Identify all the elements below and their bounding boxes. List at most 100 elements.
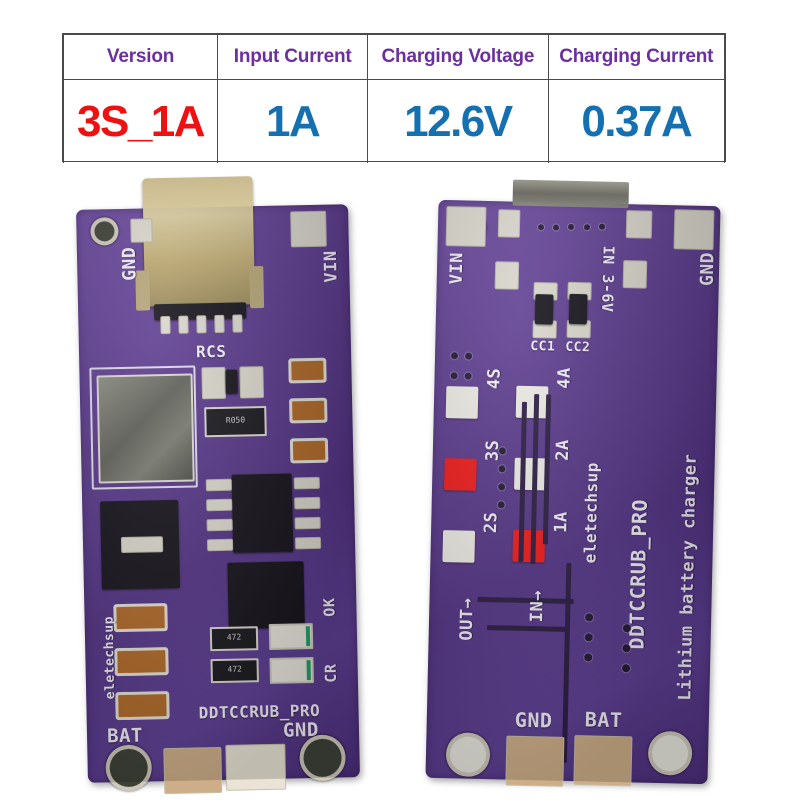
silk-jumper-1a: 1A: [551, 511, 572, 533]
pad-vin-back: [445, 206, 487, 247]
jumper-2s[interactable]: [442, 530, 476, 563]
usb-c-pad-2: [178, 315, 189, 334]
ic-left-pin-3: [206, 518, 233, 532]
resistor-472-lower: 472: [210, 658, 259, 684]
via-col-mid-1: [498, 447, 506, 455]
via-col-right-3: [584, 653, 593, 662]
mounting-hole-bottom-left-back: [449, 736, 487, 774]
led-cr: [269, 657, 314, 684]
capacitor-b3: [118, 694, 167, 718]
value-cell-charging-voltage: 12.6V: [367, 79, 549, 165]
silk-bat-bottom-back: BAT: [584, 707, 623, 733]
usb-via-1: [537, 224, 545, 231]
silk-in-3-6v: IN 3-6V: [598, 245, 618, 313]
usb-via-4: [583, 224, 591, 231]
header-cell-input-current: Input Current: [217, 34, 369, 80]
pad-rcs-right: [239, 366, 265, 399]
pcb-front-view: GND VIN RCS R050: [76, 176, 360, 795]
terminal-pad-bat: [163, 746, 223, 795]
spec-table: Version Input Current Charging Voltage C…: [62, 33, 726, 165]
via-col-left-3: [450, 372, 458, 380]
ic-left-pin-1: [205, 478, 232, 492]
capacitor-r1: [291, 360, 324, 381]
mounting-hole-bottom-left: [109, 748, 149, 788]
mounting-hole-top-left: [94, 221, 115, 242]
led-ok: [268, 623, 314, 650]
resistor-472-upper-marking: 472: [226, 632, 242, 642]
silk-jumper-2a: 2A: [552, 439, 574, 461]
silk-vin-top: VIN: [320, 250, 342, 283]
jumper-4a[interactable]: [515, 385, 549, 419]
usb-c-shell-backside: [512, 179, 630, 209]
silk-ok: OK: [320, 597, 339, 617]
header-label-input-current: Input Current: [233, 46, 352, 67]
table-header-row: Version Input Current Charging Voltage C…: [62, 34, 726, 80]
usb-c-pad-4: [214, 314, 225, 334]
jumper-4s[interactable]: [445, 386, 479, 419]
value-charging-voltage: 12.6V: [404, 97, 513, 146]
charger-ic: [231, 473, 294, 553]
mounting-hole-bottom-right-back: [651, 734, 689, 772]
via-col-right-2: [584, 633, 593, 642]
usb-c-pad-3: [196, 315, 207, 334]
cc1-resistor: [534, 294, 554, 325]
via-col-mid-3: [498, 483, 506, 491]
pcb-back-view: VIN IN 3-6V GND CC1 CC2 eletechsup DDTCC…: [425, 179, 721, 787]
silk-in-arrow: IN→: [527, 589, 548, 623]
pad-usb-shield-left: [497, 209, 521, 238]
silk-rcs: RCS: [195, 341, 227, 362]
shielded-inductor: [96, 373, 195, 484]
pad-rcs-left: [201, 366, 227, 400]
pad-gnd-back: [673, 209, 715, 251]
silk-jumper-4s: 4S: [484, 367, 505, 390]
silk-gnd-bottom-front: GND: [282, 718, 320, 742]
led-ok-die: [305, 626, 311, 647]
spec-table-grid: Version Input Current Charging Voltage C…: [62, 34, 726, 165]
capacitor-r2: [292, 400, 325, 421]
terminal-pad-gnd-back: [505, 735, 565, 787]
pad-vin-secondary: [494, 261, 520, 290]
jumper-1a[interactable]: [512, 529, 546, 563]
value-charging-current: 0.37A: [581, 97, 692, 146]
ic-left-pin-2: [206, 498, 233, 512]
header-label-version: Version: [106, 46, 175, 67]
ic-right-pin-3: [294, 516, 321, 530]
usb-via-2: [552, 224, 560, 231]
ic-right-pin-1: [293, 476, 320, 490]
header-label-charging-current: Charging Current: [559, 46, 714, 67]
silk-cr: CR: [321, 663, 340, 683]
silk-out-arrow: OUT→: [456, 597, 478, 641]
pad-usb-shield-right: [625, 210, 653, 239]
silk-description-back: Lithium battery charger: [675, 453, 701, 701]
capacitor-b2: [117, 650, 166, 674]
usb-c-pad-1: [160, 315, 171, 335]
pad-gnd-secondary: [622, 260, 648, 289]
silk-brand-front: eletechsup: [101, 615, 119, 700]
via-col-right-1: [585, 613, 594, 622]
silk-gnd-top-back: GND: [696, 251, 719, 287]
trace-vertical-4: [561, 562, 572, 763]
silk-bat-front: BAT: [106, 724, 144, 748]
via-col-right-6: [621, 664, 631, 673]
silk-brand-back: eletechsup: [580, 461, 602, 564]
value-cell-charging-current: 0.37A: [547, 79, 726, 165]
terminal-pad-bat-back: [573, 735, 633, 787]
silk-jumper-4a: 4A: [554, 367, 575, 390]
pad-vin-top: [290, 210, 327, 248]
pad-gnd-top: [130, 218, 153, 243]
resistor-472-lower-marking: 472: [227, 664, 242, 674]
ic-right-pin-4: [294, 536, 322, 550]
capacitor-b1: [116, 606, 165, 630]
jumper-2a[interactable]: [514, 457, 547, 491]
resistor-marking: R050: [225, 415, 246, 425]
usb-via-5: [598, 223, 606, 230]
ic-right-pin-2: [294, 496, 321, 510]
trace-horizontal-1: [477, 596, 574, 605]
table-value-row: 3S_1A 1A 12.6V 0.37A: [62, 79, 726, 165]
resistor-472-upper: 472: [209, 626, 259, 652]
value-cell-version: 3S_1A: [62, 79, 219, 165]
via-col-mid-4: [497, 501, 505, 509]
jumper-3s[interactable]: [444, 458, 477, 491]
via-col-left-4: [464, 372, 472, 380]
silk-cc2: CC2: [565, 339, 591, 356]
